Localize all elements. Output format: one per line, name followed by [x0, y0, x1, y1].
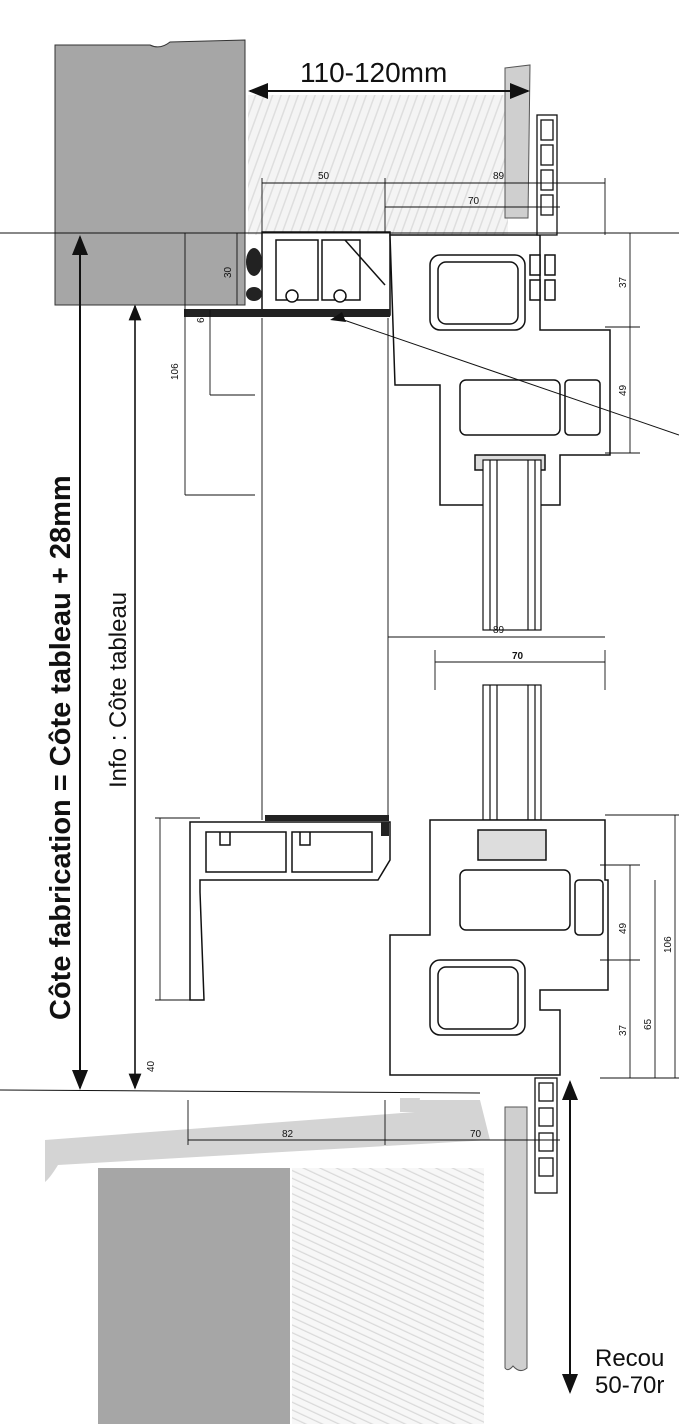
top-insulation: [248, 95, 508, 235]
top-lintel-strip: [184, 309, 390, 317]
sill-stone: [45, 1100, 490, 1182]
dim-right-49: 49: [618, 384, 629, 396]
dim-top-30: 30: [223, 266, 234, 278]
fabrication-label: Côte fabrication = Côte tableau + 28mm: [45, 475, 77, 1020]
dim-top-106: 106: [170, 363, 181, 380]
dim-top-6: 6: [196, 317, 207, 323]
dim-bot-106: 106: [663, 936, 674, 953]
glazing-unit: [482, 459, 542, 821]
top-cladding-column: [536, 114, 558, 236]
bottom-wall: [98, 1168, 290, 1424]
bottom-frame-profile: [389, 819, 609, 1076]
dim-top-70: 70: [468, 196, 480, 207]
dim-mid-70: 70: [512, 651, 524, 662]
dim-top-89: 89: [493, 171, 505, 182]
top-seal-2: [246, 287, 262, 301]
bottom-cladding-column: [534, 1077, 558, 1194]
dim-top-50: 50: [318, 171, 330, 182]
bottom-cladding: [504, 1106, 528, 1372]
bottom-insulation: [292, 1168, 484, 1424]
top-cladding: [504, 64, 531, 219]
top-depth-label: 110-120mm: [300, 57, 447, 88]
bottom-sill-profile: [189, 821, 391, 1001]
bottom-threshold-strip: [265, 815, 389, 821]
dim-bot-82: 82: [282, 1129, 294, 1140]
overlap-label-line1: Recou: [595, 1345, 664, 1372]
sill-stone-upper: [400, 1098, 420, 1112]
top-box-profile: [261, 231, 391, 316]
dim-bot-49: 49: [618, 922, 629, 934]
dim-bot-40: 40: [146, 1060, 157, 1072]
dim-mid-89: 89: [493, 625, 505, 636]
top-wall: [54, 39, 246, 306]
dim-bot-65: 65: [643, 1018, 654, 1030]
dim-bot-37: 37: [618, 1024, 629, 1036]
overlap-label-line2: 50-70r: [595, 1372, 664, 1399]
dim-right-37: 37: [618, 276, 629, 288]
info-label: Info : Côte tableau: [105, 592, 132, 788]
dim-bot-70: 70: [470, 1129, 482, 1140]
top-seal-1: [246, 248, 262, 276]
bottom-seal: [381, 822, 389, 836]
leader-line: [337, 317, 679, 436]
